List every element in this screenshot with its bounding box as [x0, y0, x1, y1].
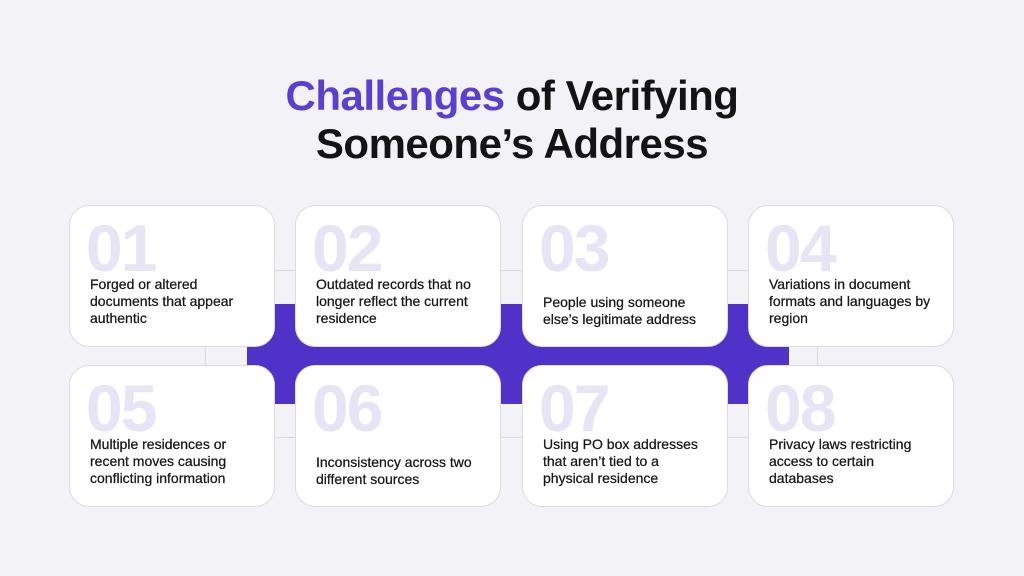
card-text: People using someone else’s legitimate a…	[543, 294, 697, 327]
connector-line	[817, 347, 818, 367]
challenge-card-04: 04 Variations in document formats and la…	[748, 205, 954, 347]
title-line1-rest: of Verifying	[504, 72, 739, 119]
challenge-card-05: 05 Multiple residences or recent moves c…	[69, 365, 275, 507]
card-number: 08	[765, 371, 836, 445]
card-text: Inconsistency across two different sourc…	[316, 454, 472, 487]
challenge-card-01: 01 Forged or altered documents that appe…	[69, 205, 275, 347]
card-text: Using PO box addresses that aren’t tied …	[543, 436, 698, 486]
challenge-card-07: 07 Using PO box addresses that aren’t ti…	[522, 365, 728, 507]
connector-line	[247, 437, 789, 438]
card-number: 03	[539, 211, 610, 285]
card-number: 04	[765, 211, 836, 285]
card-number: 01	[86, 211, 157, 285]
challenge-card-06: 06 Inconsistency across two different so…	[295, 365, 501, 507]
challenge-card-02: 02 Outdated records that no longer refle…	[295, 205, 501, 347]
card-number: 07	[539, 371, 610, 445]
connector-line	[247, 270, 789, 271]
card-number: 06	[312, 371, 383, 445]
card-text: Outdated records that no longer reflect …	[316, 276, 471, 326]
challenge-card-08: 08 Privacy laws restricting access to ce…	[748, 365, 954, 507]
card-number: 02	[312, 211, 383, 285]
page-title: Challenges of Verifying Someone’s Addres…	[0, 72, 1024, 168]
title-accent: Challenges	[285, 72, 506, 119]
card-text: Multiple residences or recent moves caus…	[90, 436, 227, 486]
card-text: Forged or altered documents that appear …	[90, 276, 234, 326]
challenge-card-03: 03 People using someone else’s legitimat…	[522, 205, 728, 347]
card-text: Variations in document formats and langu…	[769, 276, 931, 326]
connector-line	[205, 347, 206, 367]
card-text: Privacy laws restricting access to certa…	[769, 436, 912, 486]
title-line2: Someone’s Address	[315, 120, 709, 167]
card-number: 05	[86, 371, 157, 445]
